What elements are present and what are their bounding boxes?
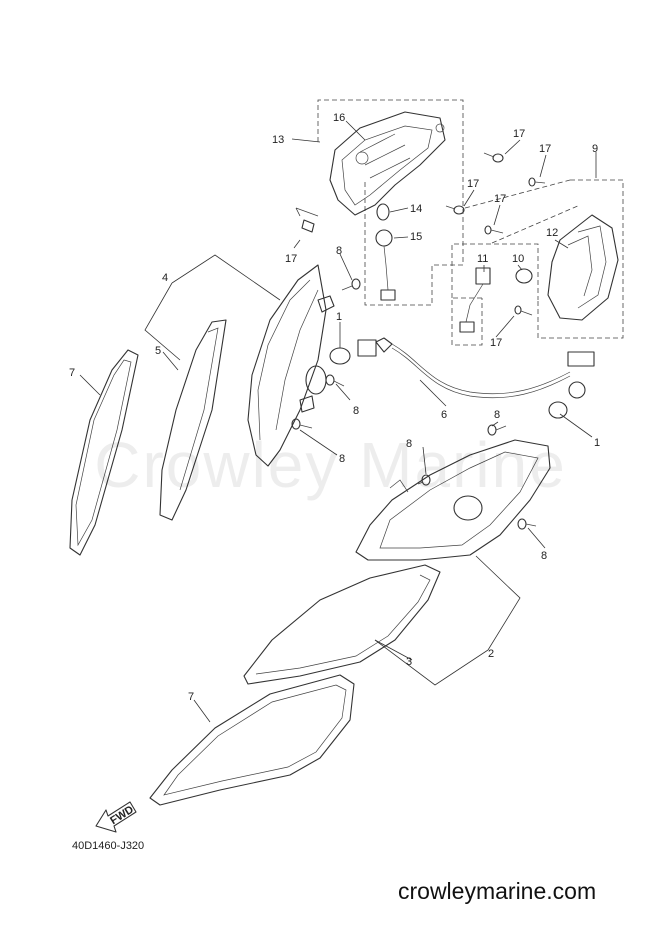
callout-9: 9 [592,143,598,155]
screws-17 [445,152,546,316]
callout-16: 16 [333,112,345,124]
callout-3: 3 [406,656,412,668]
callout-5: 5 [155,345,161,357]
callout-17: 17 [490,337,502,349]
gasket-7-lower [149,674,355,806]
callout-17: 17 [513,128,525,140]
diagram-code: 40D1460-J320 [72,840,145,852]
callout-8: 8 [339,453,345,465]
front-housing-2 [355,439,551,561]
callout-1: 1 [594,437,600,449]
callout-7: 7 [69,367,75,379]
callout-17: 17 [539,143,551,155]
callout-8: 8 [406,438,412,450]
callout-8: 8 [336,245,342,257]
rear-lamp-group [295,99,464,306]
rear-signal-group [451,179,624,346]
callout-2: 2 [488,648,494,660]
callout-7: 7 [188,691,194,703]
callout-13: 13 [272,134,284,146]
fwd-arrow-icon: FWD [95,801,137,833]
callout-8: 8 [353,405,359,417]
callout-15: 15 [410,231,422,243]
fwd-label: FWD [108,804,136,827]
screws-8 [291,278,537,530]
lens-3 [243,564,441,685]
leader-lines [79,120,597,723]
callout-8: 8 [494,409,500,421]
callout-17: 17 [467,178,479,190]
callout-numbers: 13 16 17 17 17 17 17 17 9 12 14 15 11 10… [69,112,600,703]
callout-4: 4 [162,272,168,284]
callout-8: 8 [541,550,547,562]
footer-site-link[interactable]: crowleymarine.com [398,878,597,904]
bulbs-and-lead [329,337,595,419]
callout-12: 12 [546,227,558,239]
watermark: Crowley Marine [94,429,567,501]
gasket-7-upper [69,349,139,556]
callout-6: 6 [441,409,447,421]
callout-17: 17 [494,193,506,205]
callout-1: 1 [336,311,342,323]
callout-17: 17 [285,253,297,265]
callout-10: 10 [512,253,524,265]
lens-5 [159,319,227,521]
front-signal-housing [247,264,335,467]
callout-11: 11 [477,253,488,265]
callout-14: 14 [410,203,422,215]
